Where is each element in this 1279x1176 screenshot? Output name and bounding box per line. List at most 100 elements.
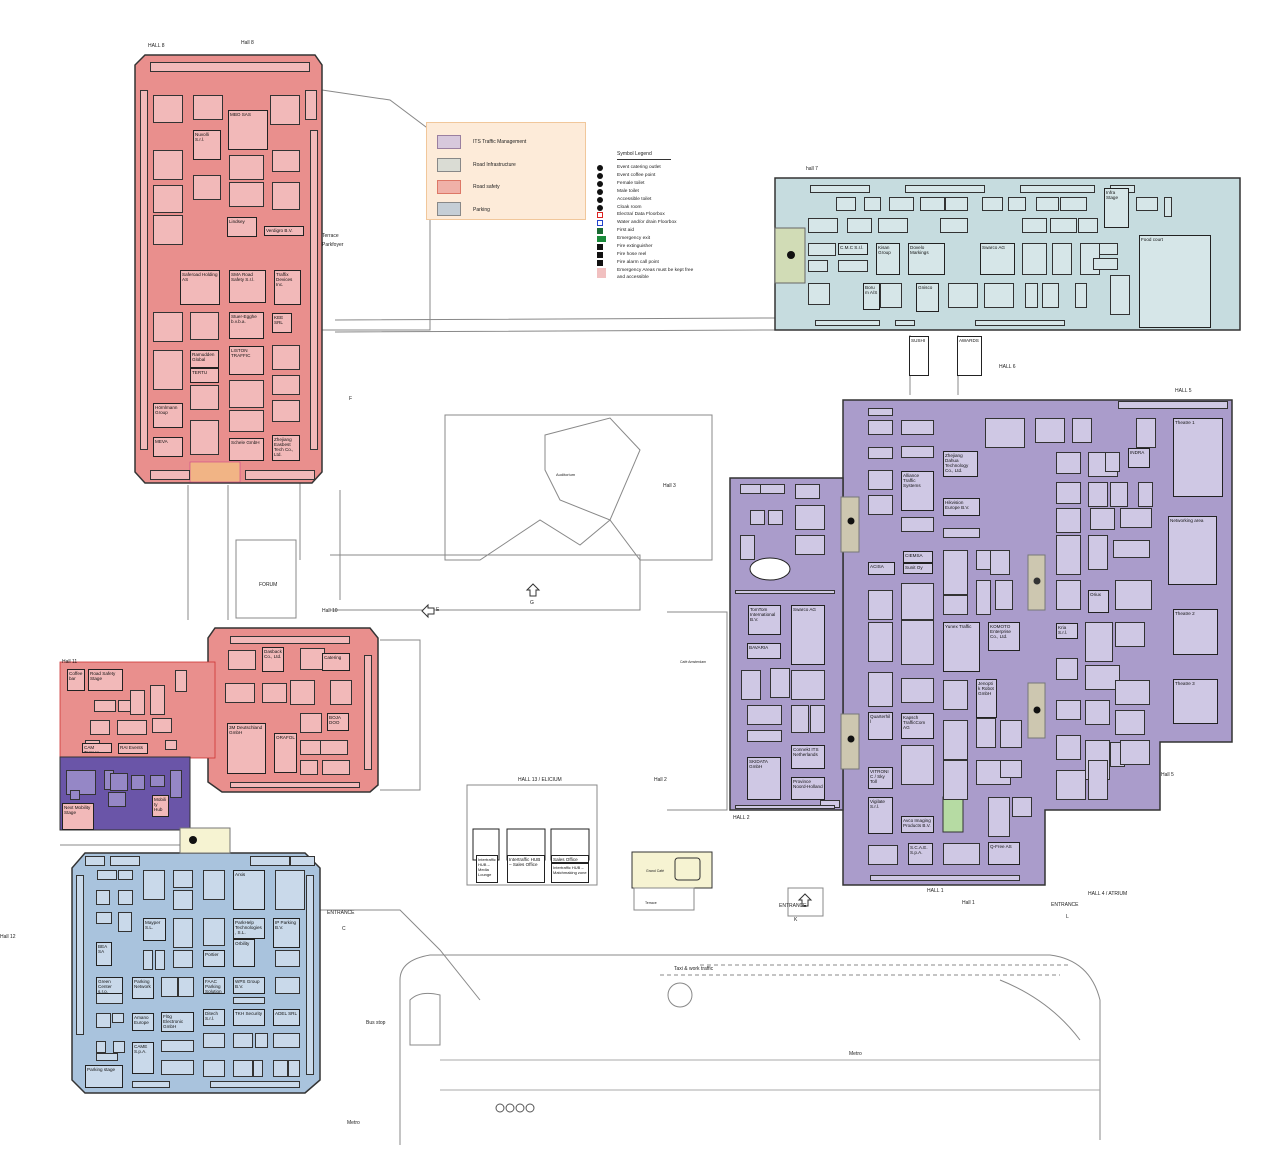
booth-stand[interactable] [1088,760,1108,800]
booth-stand[interactable] [1118,401,1228,409]
booth[interactable]: TERTU [190,368,219,383]
booth[interactable]: Infra Stage [1104,188,1129,228]
booth-stand[interactable] [1136,197,1158,211]
booth[interactable]: S.C.A.E. S.p.A. [908,843,933,865]
booth-stand[interactable] [203,1060,225,1077]
booth-stand[interactable] [760,484,785,494]
booth[interactable]: RAI Events [118,743,148,754]
booth-stand[interactable] [948,283,978,308]
booth-stand[interactable] [1078,218,1098,233]
booth-stand[interactable] [290,856,315,866]
booth-stand[interactable] [203,870,225,900]
booth-stand[interactable] [976,580,991,615]
booth[interactable]: ACISA [868,562,895,575]
booth[interactable]: Amano Europe [132,1013,154,1031]
booth-stand[interactable] [233,1033,253,1048]
booth[interactable]: Verdigro B.V. [264,226,304,236]
booth-stand[interactable] [96,1053,118,1061]
booth-stand[interactable] [173,890,193,910]
booth-stand[interactable] [203,1033,225,1048]
booth-stand[interactable] [901,517,934,532]
booth[interactable]: 3M Deutschland GmbH [227,723,266,774]
booth-stand[interactable] [868,420,893,435]
booth-stand[interactable] [1120,740,1150,765]
booth-stand[interactable] [868,495,893,515]
booth[interactable]: Green Center s.r.o. [96,977,123,994]
booth-stand[interactable] [275,950,300,967]
booth-stand[interactable] [190,385,219,410]
booth-stand[interactable] [847,218,872,233]
booth-stand[interactable] [117,720,147,735]
booth-stand[interactable] [1088,535,1108,570]
booth-stand[interactable] [255,1033,268,1048]
booth-stand[interactable] [233,1060,253,1077]
booth[interactable]: Road Safety Stage [88,669,123,691]
booth[interactable]: Nuvolli S.r.l. [193,130,221,160]
booth-stand[interactable] [300,740,322,755]
booth-stand[interactable] [1056,482,1081,504]
booth-stand[interactable] [1008,197,1026,211]
booth[interactable]: Portier [203,950,225,967]
booth-stand[interactable] [889,197,914,211]
booth-stand[interactable] [300,760,318,775]
booth-stand[interactable] [1105,452,1120,472]
booth-stand[interactable] [203,918,225,946]
booth[interactable]: Parking Network [132,977,154,999]
booth-stand[interactable] [210,1081,300,1088]
booth-stand[interactable] [770,668,790,698]
booth-stand[interactable] [153,312,183,342]
booth-stand[interactable] [943,550,968,595]
booth-stand[interactable] [170,770,182,798]
booth-stand[interactable] [976,550,991,570]
booth-stand[interactable] [175,670,187,692]
booth-stand[interactable] [982,197,1003,211]
booth-stand[interactable] [988,797,1010,837]
booth-stand[interactable] [901,446,934,458]
booth-stand[interactable] [864,197,881,211]
booth-stand[interactable] [1022,218,1047,233]
booth-stand[interactable] [262,683,287,703]
booth-stand[interactable] [1093,258,1118,270]
booth-stand[interactable] [943,760,968,800]
booth-stand[interactable] [322,760,350,775]
booth-stand[interactable] [1022,243,1047,275]
booth[interactable]: TKH Security [233,1009,265,1026]
booth-stand[interactable] [108,792,126,807]
booth[interactable]: Kapsch TrafficCom AG [901,713,934,739]
booth-stand[interactable] [868,590,893,620]
booth-stand[interactable] [1056,535,1081,575]
booth-stand[interactable] [868,447,893,459]
booth-stand[interactable] [153,150,183,180]
booth-stand[interactable] [173,918,193,948]
booth-stand[interactable] [808,243,836,256]
booth[interactable]: IP Parking B.V. [273,918,300,948]
booth-stand[interactable] [747,730,782,742]
booth[interactable]: Hikvision Europe B.V. [943,498,980,516]
booth[interactable]: TomTom International B.V. [748,605,781,635]
booth-stand[interactable] [808,260,828,272]
booth-stand[interactable] [795,535,825,555]
booth-stand[interactable] [150,775,165,787]
booth-stand[interactable] [1110,482,1128,507]
booth-stand[interactable] [791,705,809,733]
booth-stand[interactable] [1036,197,1059,211]
booth-stand[interactable] [1056,735,1081,760]
booth-stand[interactable] [305,90,317,120]
booth-stand[interactable] [1056,508,1081,533]
booth-stand[interactable] [288,1060,300,1077]
booth-stand[interactable] [161,1060,194,1075]
booth-stand[interactable] [300,713,322,733]
booth-stand[interactable] [1012,797,1032,817]
booth-stand[interactable] [272,400,300,422]
booth-stand[interactable] [940,218,968,233]
booth-stand[interactable] [229,182,264,207]
booth-stand[interactable] [975,320,1065,326]
booth[interactable]: Mayper S.L. [143,918,166,941]
booth-stand[interactable] [901,620,934,665]
booth-stand[interactable] [868,845,898,865]
booth[interactable]: BEA SA [96,942,112,966]
booth-stand[interactable] [118,912,132,932]
booth[interactable]: Vigilate S.r.l. [868,797,893,834]
booth[interactable]: Theatre 3 [1173,679,1218,724]
booth[interactable]: Avco Imaging Products B.V. [901,816,934,833]
